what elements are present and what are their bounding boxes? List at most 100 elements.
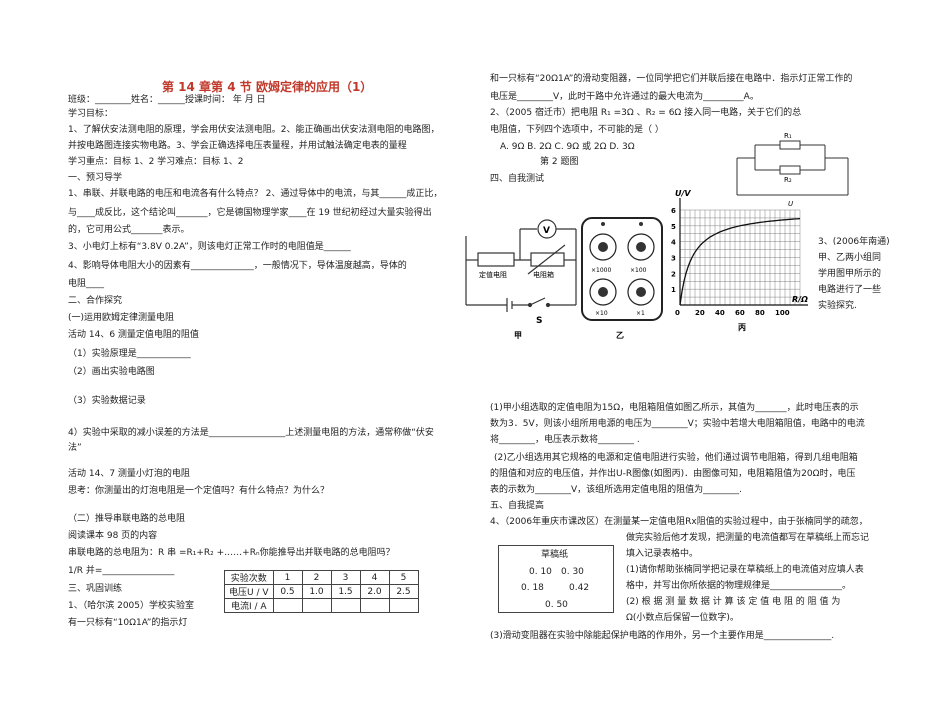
text-line: 4、（2006年重庆市课改区）在测量某一定值电阻Rx阻值的实验过程中，由于张楠同… [490,517,868,527]
text-line: 学习重点：目标 1、2 学习难点：目标 1、2 [68,157,244,167]
draft-title: 草稿纸 [541,550,569,560]
circuit-voltmeter-label: V [543,226,550,236]
text-line: 1、了解伏安法测电阻的原理，学会用伏安法测电阻。2、能正确画出伏安法测电阻的电路… [68,125,440,135]
resistance-box-yi: ×1000 ×100 ×10 ×1 乙 [581,217,663,340]
table-row: 实验次数 1 2 3 4 5 [224,570,419,585]
table-cell: 电流I / A [224,598,274,613]
y-tick-label: 6 [671,207,676,215]
dial-x1000-label: ×1000 [591,267,611,274]
x-tick-label: 0 [675,309,680,317]
section-heading: 四、自我测试 [490,174,545,184]
text-line: 数为3．5V，则该小组所用电源的电压为________V；实验中若增大电阻箱阻值… [490,419,865,429]
text-line: 电路进行了一些 [818,285,882,295]
text-line: 电阻____ [68,279,105,289]
draft-value: 0. 18 [521,583,544,593]
x-tick-label: 100 [775,309,790,317]
text-line: 2、（2005 宿迁市）把电阻 R₁ =3Ω 、R₂ = 6Ω 接入同一电路，关… [490,108,802,118]
draft-value: 0. 30 [561,567,584,577]
section-heading: 五、自我提高 [490,501,545,511]
fig2-u-label: U [788,200,793,208]
text-line: 串联电路的总电阻为：R 串 =R₁+R₂ +……+Rₙ你能推导出并联电路的总电阻… [68,548,395,558]
u-r-curve [679,217,801,306]
circuit-switch-label: S [536,316,542,326]
text-line: (2) 根 据 测 量 数 据 计 算 该 定 值 电 阻 的 阻 值 为 [626,597,841,607]
circuit-jia-label: 甲 [514,331,522,340]
section-heading: （二）推导串联电路的总电阻 [68,514,186,524]
x-tick-label: 40 [715,309,725,317]
table-cell: 0.5 [272,584,303,599]
text-line: 表的示数为________V，该组所选用定值电阻的阻值为________. [490,485,743,495]
text-line: 的阻值和对应的电压值，并作出U-R图像(如图丙)．由图像可知，电阻箱阻值为20Ω… [490,469,856,479]
text-line: 学用图甲所示的 [818,269,882,279]
table-cell: 实验次数 [224,570,274,585]
text-line: 有一只标有“10Ω1A”的指示灯 [68,618,188,628]
text-line: 实验探究. [818,301,857,311]
text-line: 并按电路图连接实物电路。3、学会正确选择电压表量程，并用试触法确定电表的量程 [68,141,407,151]
dial-x1-label: ×1 [636,310,645,317]
y-axis-label: U/V [675,189,691,198]
text-line: （2）画出实验电路图 [68,367,155,377]
table-cell: 1 [272,570,303,585]
text-line: 电阻值，下列四个选项中，不可能的是（ ） [490,125,664,135]
draft-value: 0.42 [569,583,590,593]
text-line: 学习目标： [68,109,114,119]
table-row: 电流I / A [224,598,419,613]
circuit-yi-label: 乙 [616,331,624,340]
table-cell: 2.0 [359,584,390,599]
text-line: 思考：你测量出的灯泡电阻是一个定值吗？有什么特点？为什么？ [68,486,330,496]
y-tick-label: 3 [671,255,676,263]
text-line: 活动 14、6 测量定值电阻的阻值 [68,330,199,340]
table-cell: 1.5 [330,584,361,599]
table-cell: 2 [301,570,332,585]
text-line: （3）实验数据记录 [68,396,146,406]
text-line: 甲、乙两小组同 [818,253,882,263]
table-row: 电压U / V 0.5 1.0 1.5 2.0 2.5 [224,584,419,599]
x-axis-label: R/Ω [792,295,808,304]
text-line: (2)乙小组选用其它规格的电源和定值电阻进行实验，他们通过调节电阻箱，得到几组电… [494,453,858,463]
x-tick-label: 20 [695,309,705,317]
text-line: (3)滑动变阻器在实验中除能起保护电路的作用外，另一个主要作用是________… [490,631,835,641]
table-cell: 4 [359,570,390,585]
table-cell: 1.0 [301,584,332,599]
text-line: 做完实验后他才发现，把测量的电流值都写在草稿纸上而忘记 [626,533,870,543]
table-cell: 5 [388,570,419,585]
header-line: 班级：________姓名：______授课时间： 年 月 日 [68,95,266,105]
draft-value: 0. 50 [545,600,568,610]
draft-value: 0. 10 [529,567,552,577]
figure-caption: 第 2 题图 [540,157,579,167]
x-tick-label: 80 [755,309,765,317]
text-line: 4）实验中采取的减小误差的方法是_________________上述测量电阻的… [68,428,434,438]
section-heading: 三、巩固训练 [68,584,123,594]
text-line: 格中，并写出你所依据的物理规律是________________。 [626,581,852,591]
table-cell: 电压U / V [224,584,274,599]
text-line: 3、(2006年南通) [818,237,890,247]
text-line: 活动 14、7 测量小灯泡的电阻 [68,469,190,479]
graph-bing-label: 丙 [738,323,746,332]
table-cell [301,598,332,613]
text-line: (1)甲小组选取的定值电阻为15Ω，电阻箱阻值如图乙所示，其值为_______，… [490,403,859,413]
circuit-jia: 定值电阻 电阻箱 V S 甲 [465,219,577,340]
text-line: 阅读课本 98 页的内容 [68,531,158,541]
text-line: 电压是________V，此时干路中允许通过的最大电流为_________A。 [490,92,759,102]
table-cell: 2.5 [388,584,419,599]
text-line: 3、小电灯上标有“3.8V 0.2A”，则该电灯正常工作时的电阻值是______ [68,242,351,252]
y-tick-label: 1 [671,286,676,294]
circuit-fixed-resistor-label: 定值电阻 [479,270,507,279]
x-tick-label: 60 [735,309,745,317]
text-line: 1/R 并=________________ [68,566,175,576]
text-line: 和一只标有“20Ω1A”的滑动变阻器，一位同学把它们并联后接在电路中．指示灯正常… [490,74,853,84]
dial-x10-label: ×10 [595,310,608,317]
text-line: （1）实验原理是____________ [68,349,191,359]
text-line: 1、串联、并联电路的电压和电流各有什么特点？ 2、通过导体中的电流，与其____… [68,189,443,199]
text-line: (1)请你帮助张楠同学把记录在草稿纸上的电流值对应填人表 [626,565,864,575]
section-heading: 一、预习导学 [68,173,123,183]
table-cell: 3 [330,570,361,585]
y-tick-label: 5 [671,223,676,231]
text-line: 填入记录表格中。 [626,549,699,559]
dial-x100-label: ×100 [630,267,647,274]
text-line: 的，它可用公式_______表示。 [68,225,190,235]
section-heading: 二、合作探究 [68,296,123,306]
text-line: 4、影响导体电阻大小的因素有______________，一般情况下，导体温度越… [68,261,407,271]
fig2-r1-label: R₁ [784,132,792,140]
